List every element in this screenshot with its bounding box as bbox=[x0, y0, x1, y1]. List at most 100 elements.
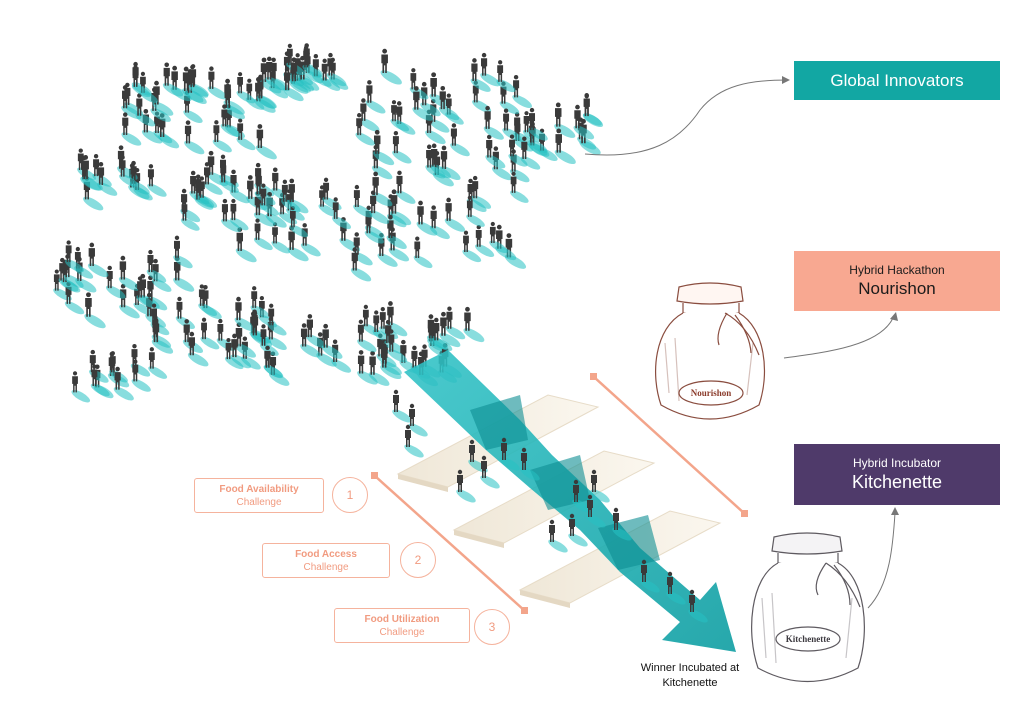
flow-arrow-fold bbox=[470, 395, 528, 450]
person-figure bbox=[572, 479, 592, 513]
person-figure bbox=[475, 224, 495, 257]
person-figure bbox=[416, 200, 438, 236]
person-figure bbox=[368, 350, 390, 386]
person-figure bbox=[188, 64, 209, 98]
person-figure bbox=[404, 424, 424, 458]
global-innovators-title: Global Innovators bbox=[830, 70, 964, 90]
person-figure bbox=[380, 48, 402, 85]
person-figure bbox=[640, 559, 660, 593]
stair-step-2-riser bbox=[454, 530, 504, 548]
person-figure bbox=[234, 296, 256, 332]
person-figure bbox=[87, 242, 109, 278]
person-figure bbox=[65, 240, 84, 273]
person-figure bbox=[508, 134, 528, 167]
person-figure bbox=[463, 306, 485, 343]
person-figure bbox=[224, 337, 244, 370]
person-figure bbox=[283, 66, 304, 102]
person-figure bbox=[365, 80, 386, 114]
platform-corner bbox=[521, 607, 528, 614]
connector-crowd-to-global bbox=[584, 79, 789, 156]
person-figure bbox=[412, 86, 434, 121]
person-figure bbox=[229, 198, 249, 231]
person-figure bbox=[118, 255, 140, 291]
person-figure bbox=[438, 85, 460, 121]
person-figure bbox=[582, 93, 604, 128]
person-figure bbox=[90, 364, 110, 397]
global-innovators-box: Global Innovators bbox=[794, 61, 1000, 100]
crowd bbox=[53, 43, 604, 403]
person-figure bbox=[221, 198, 241, 233]
person-figure bbox=[392, 389, 412, 423]
challenge-2-title: Food Access bbox=[295, 548, 357, 560]
person-figure bbox=[250, 286, 270, 319]
kitchenette-jar: Kitchenette bbox=[751, 532, 865, 682]
person-figure bbox=[586, 494, 606, 528]
person-figure bbox=[265, 56, 286, 91]
challenge-1-title: Food Availability bbox=[219, 483, 299, 495]
person-figure bbox=[151, 317, 174, 354]
incubator-subtitle: Hybrid Incubator bbox=[852, 456, 942, 470]
person-figure bbox=[510, 171, 529, 203]
connector-arrowhead bbox=[782, 76, 790, 84]
person-figure bbox=[666, 571, 686, 605]
person-figure bbox=[500, 437, 520, 471]
person-figure bbox=[250, 311, 273, 347]
platform-edge-right bbox=[593, 376, 746, 515]
person-figure bbox=[131, 359, 151, 392]
person-figure bbox=[219, 160, 239, 193]
person-figure bbox=[259, 57, 282, 94]
person-figure bbox=[380, 343, 402, 380]
person-figure bbox=[522, 111, 542, 143]
person-figure bbox=[554, 102, 576, 138]
challenge-label-1: Food Availability Challenge bbox=[194, 478, 324, 513]
person-figure bbox=[180, 199, 200, 231]
person-figure bbox=[357, 319, 377, 353]
person-figure bbox=[267, 303, 287, 336]
person-figure bbox=[187, 331, 209, 367]
person-figure bbox=[392, 130, 412, 164]
person-figure bbox=[353, 184, 373, 218]
person-figure bbox=[429, 72, 451, 109]
person-figure bbox=[147, 164, 167, 197]
person-figure bbox=[480, 52, 501, 87]
person-figure bbox=[184, 120, 205, 155]
person-figure bbox=[289, 57, 311, 93]
person-figure bbox=[456, 469, 476, 503]
person-figure bbox=[359, 98, 380, 132]
connectors bbox=[584, 76, 899, 609]
person-figure bbox=[321, 323, 343, 359]
person-figure bbox=[97, 162, 118, 196]
person-figure bbox=[496, 60, 516, 93]
nourishon-jar: Nourishon bbox=[655, 282, 766, 420]
challenge-number-3: 3 bbox=[474, 609, 510, 645]
hackathon-subtitle: Hybrid Hackathon bbox=[849, 263, 945, 277]
person-figure bbox=[320, 58, 341, 91]
person-figure bbox=[357, 350, 378, 385]
person-figure bbox=[432, 317, 453, 352]
winner-caption: Winner Incubated at Kitchenette bbox=[630, 661, 750, 691]
person-figure bbox=[253, 218, 273, 251]
person-figure bbox=[71, 371, 91, 403]
challenge-3-subtitle: Challenge bbox=[379, 626, 425, 638]
challenge-number-2: 2 bbox=[400, 542, 436, 578]
person-figure bbox=[162, 62, 184, 97]
person-figure bbox=[223, 83, 245, 120]
winner-caption-line1: Winner Incubated at bbox=[640, 662, 740, 674]
stair-step-1-riser bbox=[398, 474, 448, 492]
person-figure bbox=[200, 317, 220, 350]
person-figure bbox=[131, 65, 151, 98]
person-figure bbox=[198, 284, 218, 316]
person-figure bbox=[259, 324, 279, 356]
person-figure bbox=[371, 171, 393, 207]
hybrid-incubator-box: Hybrid Incubator Kitchenette bbox=[794, 444, 1000, 505]
person-figure bbox=[386, 214, 407, 249]
hackathon-title: Nourishon bbox=[858, 279, 936, 298]
person-figure bbox=[146, 249, 167, 283]
person-figure bbox=[387, 329, 408, 363]
person-figure bbox=[300, 323, 321, 358]
person-figure bbox=[113, 366, 134, 401]
nourishon-jar-label: Nourishon bbox=[691, 388, 732, 398]
person-figure bbox=[130, 343, 151, 377]
person-figure bbox=[263, 345, 284, 379]
person-figure bbox=[688, 589, 708, 623]
